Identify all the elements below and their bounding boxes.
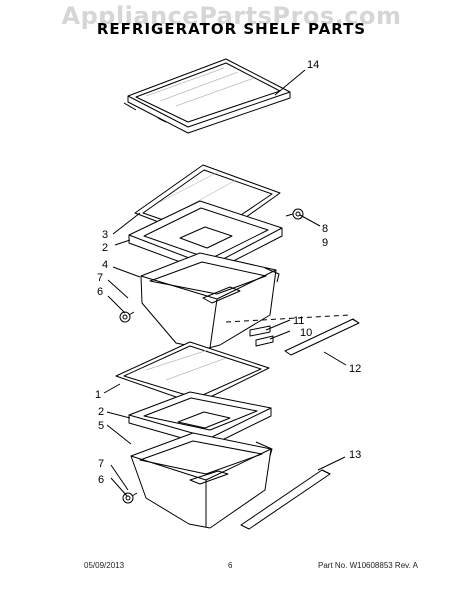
crisper-drawer-upper: [140, 252, 280, 350]
crisper-cover-frame-upper: [128, 200, 283, 274]
leader-line-14: [274, 69, 306, 96]
rail-clips: [249, 325, 274, 347]
callout-6-upper: 6: [97, 286, 103, 298]
crisper-cover-frame-lower: [128, 391, 272, 447]
crisper-rail-upper: [225, 314, 360, 356]
callout-9: 9: [322, 237, 328, 249]
slide-cap-lower: [122, 492, 138, 504]
footer-date: 05/09/2013: [84, 561, 125, 570]
leader-lines: [103, 212, 347, 497]
callout-7-upper: 7: [97, 272, 103, 284]
callout-13: 13: [349, 449, 361, 461]
crisper-rail-lower: [240, 469, 331, 530]
callout-12: 12: [349, 363, 361, 375]
callout-1: 1: [95, 389, 101, 401]
callout-7-lower: 7: [98, 458, 104, 470]
callout-10: 10: [300, 327, 312, 339]
callout-4: 4: [102, 259, 108, 271]
callout-3: 3: [102, 229, 108, 241]
top-glass-shelf: [123, 58, 291, 134]
crisper-drawer-lower: [130, 432, 273, 529]
callout-2-upper: 2: [102, 242, 108, 254]
crisper-cover-glass-lower: [115, 341, 270, 405]
watermark: AppliancePartsPros.com: [61, 2, 402, 30]
slide-cap-upper: [119, 311, 135, 323]
callout-5: 5: [98, 420, 104, 432]
page-title: REFRIGERATOR SHELF PARTS: [96, 20, 367, 38]
footer-page-number: 6: [228, 561, 233, 570]
roller-and-screw-upper: [285, 208, 304, 220]
footer-part-number: Part No. W10608853 Rev. A: [318, 561, 418, 570]
callout-11: 11: [293, 315, 304, 327]
callout-6-lower: 6: [98, 474, 104, 486]
callout-numbers: 14 3 2 8 9 4 7 6 11 10 12 1 2 5 13 7 6: [95, 59, 361, 486]
callout-14: 14: [307, 59, 319, 71]
callout-8: 8: [322, 223, 328, 235]
callout-2-lower: 2: [98, 406, 104, 418]
